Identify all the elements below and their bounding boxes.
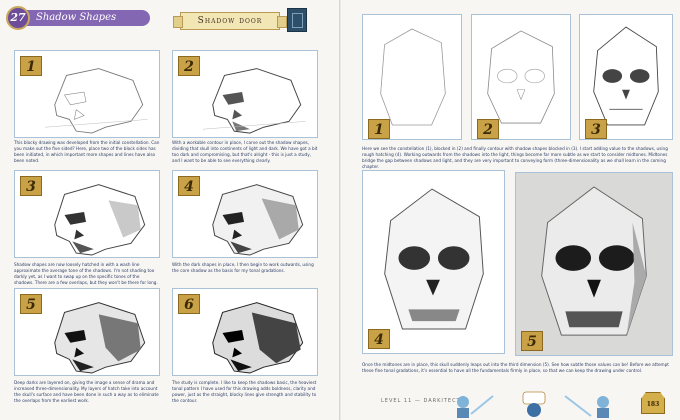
right-caption-top: Here we see the constellation (1), block… (362, 146, 668, 169)
step-number: 5 (521, 331, 543, 351)
page-number: 183 (641, 392, 665, 414)
skull-outline-icon (380, 28, 446, 126)
left-page: Shadow Shapes 27 Shadow door 1 This bloc… (0, 0, 340, 420)
right-step-panel-2: 2 (471, 14, 571, 140)
right-caption-bottom: Once the midtones are in place, this sku… (362, 362, 669, 373)
step-number: 5 (20, 294, 42, 314)
step-panel-6: 6 (172, 288, 318, 376)
step-number: 3 (20, 176, 42, 196)
chapter-number: 27 (6, 6, 30, 30)
skull-drawing-icon (384, 188, 484, 330)
step-panel-2: 2 (172, 50, 318, 138)
skull-sketch-icon (54, 302, 146, 374)
step-number: 1 (368, 119, 390, 139)
section-banner: Shadow door (173, 12, 287, 30)
book-gutter (339, 0, 342, 420)
step-panel-5: 5 (14, 288, 160, 376)
skull-drawing-icon (541, 186, 647, 336)
skull-outline-icon (593, 26, 659, 126)
step-number: 4 (368, 329, 390, 349)
step-number: 1 (20, 56, 42, 76)
step-caption-1: This blocky drawing was developed from t… (14, 140, 160, 163)
step-number: 2 (477, 119, 499, 139)
step-caption-6: The study is complete. I like to keep th… (172, 380, 317, 403)
characters-illustration-icon (457, 391, 609, 418)
step-panel-4: 4 (172, 170, 318, 258)
skull-sketch-icon (212, 184, 304, 256)
chapter-header: Shadow Shapes 27 (6, 6, 156, 30)
right-step-panel-4: 4 (362, 170, 505, 354)
step-caption-4: With the dark shapes in place, I then be… (172, 262, 314, 273)
skull-sketch-icon (212, 302, 304, 374)
chapter-title: Shadow Shapes (24, 10, 150, 26)
step-caption-5: Deep darks are layered on, giving the im… (14, 380, 159, 403)
right-step-panel-1: 1 (362, 14, 462, 140)
door-icon (287, 8, 307, 32)
skull-sketch-icon (44, 68, 148, 134)
step-number: 6 (178, 294, 200, 314)
right-step-panel-3: 3 (579, 14, 673, 140)
step-number: 2 (178, 56, 200, 76)
right-step-panel-5: 5 (515, 172, 673, 356)
step-caption-3: Shadow shapes are now loosely hatched in… (14, 262, 158, 285)
footer-label: LEVEL 11 — DARKITECT (381, 398, 461, 404)
skull-outline-icon (487, 30, 555, 124)
step-caption-2: With a workable contour in place, I carv… (172, 140, 318, 163)
page-footer: LEVEL 11 — DARKITECT 183 (341, 388, 680, 420)
step-number: 4 (178, 176, 200, 196)
step-number: 3 (585, 119, 607, 139)
skull-sketch-icon (202, 68, 306, 134)
step-panel-3: 3 (14, 170, 160, 258)
step-panel-1: 1 (14, 50, 160, 138)
right-page: 1 2 3 Here we see the constellation (1),… (341, 0, 680, 420)
skull-sketch-icon (54, 184, 146, 256)
